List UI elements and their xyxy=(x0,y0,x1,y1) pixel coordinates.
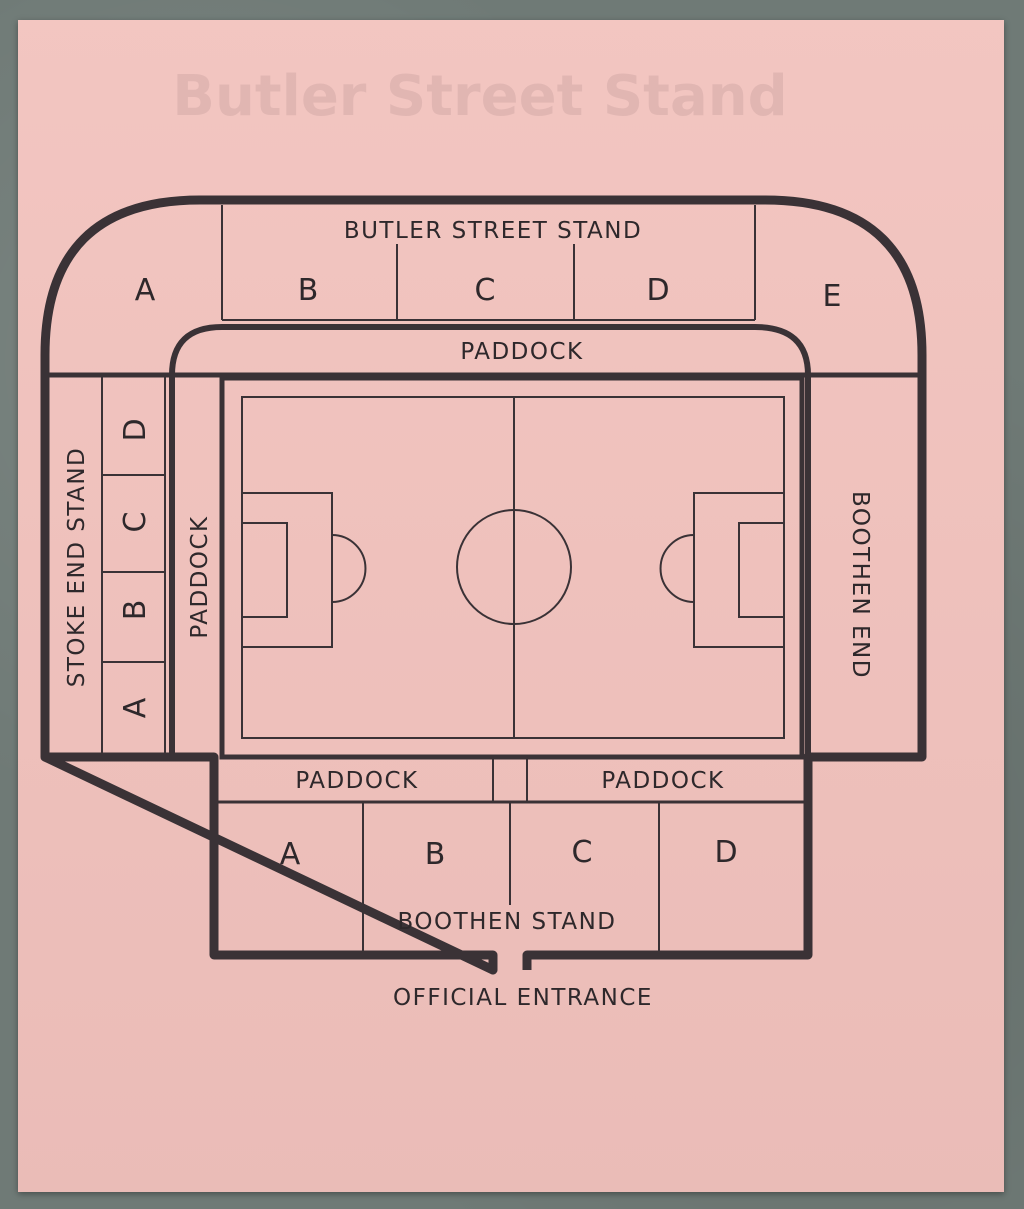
centre-circle xyxy=(456,509,572,625)
goal-area-left xyxy=(241,522,288,618)
pitch xyxy=(241,396,785,739)
paddock-bottom-left-label: PADDOCK xyxy=(295,768,418,794)
butler-block-a: A xyxy=(135,273,156,308)
paddock-top-label: PADDOCK xyxy=(460,339,583,365)
boothen-block-d: D xyxy=(714,835,737,870)
paddock-outline xyxy=(169,324,811,757)
boothen-end-label: BOOTHEN END xyxy=(847,491,873,679)
stoke-end-stand-label: STOKE END STAND xyxy=(64,447,90,687)
faded-heading: Butler Street Stand xyxy=(172,64,787,129)
stoke-block-d: D xyxy=(118,418,153,441)
boothen-block-b: B xyxy=(425,837,446,872)
butler-block-d: D xyxy=(646,273,669,308)
penalty-arc-left xyxy=(331,534,367,603)
boothen-block-c: C xyxy=(572,835,593,870)
butler-block-c: C xyxy=(475,273,496,308)
stoke-block-b: B xyxy=(118,600,153,621)
paddock-bottom-right-label: PADDOCK xyxy=(601,768,724,794)
paddock-left-label: PADDOCK xyxy=(187,515,213,638)
butler-block-e: E xyxy=(823,279,842,314)
penalty-arc-right xyxy=(659,534,695,603)
butler-block-b: B xyxy=(298,273,319,308)
pitch-border xyxy=(219,375,805,760)
goal-area-right xyxy=(738,522,785,618)
stoke-block-a: A xyxy=(118,697,153,718)
official-entrance-label: OFFICIAL ENTRANCE xyxy=(393,985,653,1011)
ground-outline xyxy=(40,195,927,975)
boothen-stand-label: BOOTHEN STAND xyxy=(398,909,617,935)
stoke-block-c: C xyxy=(118,512,153,533)
boothen-block-a: A xyxy=(280,837,301,872)
butler-street-stand-label: BUTLER STREET STAND xyxy=(344,218,642,244)
